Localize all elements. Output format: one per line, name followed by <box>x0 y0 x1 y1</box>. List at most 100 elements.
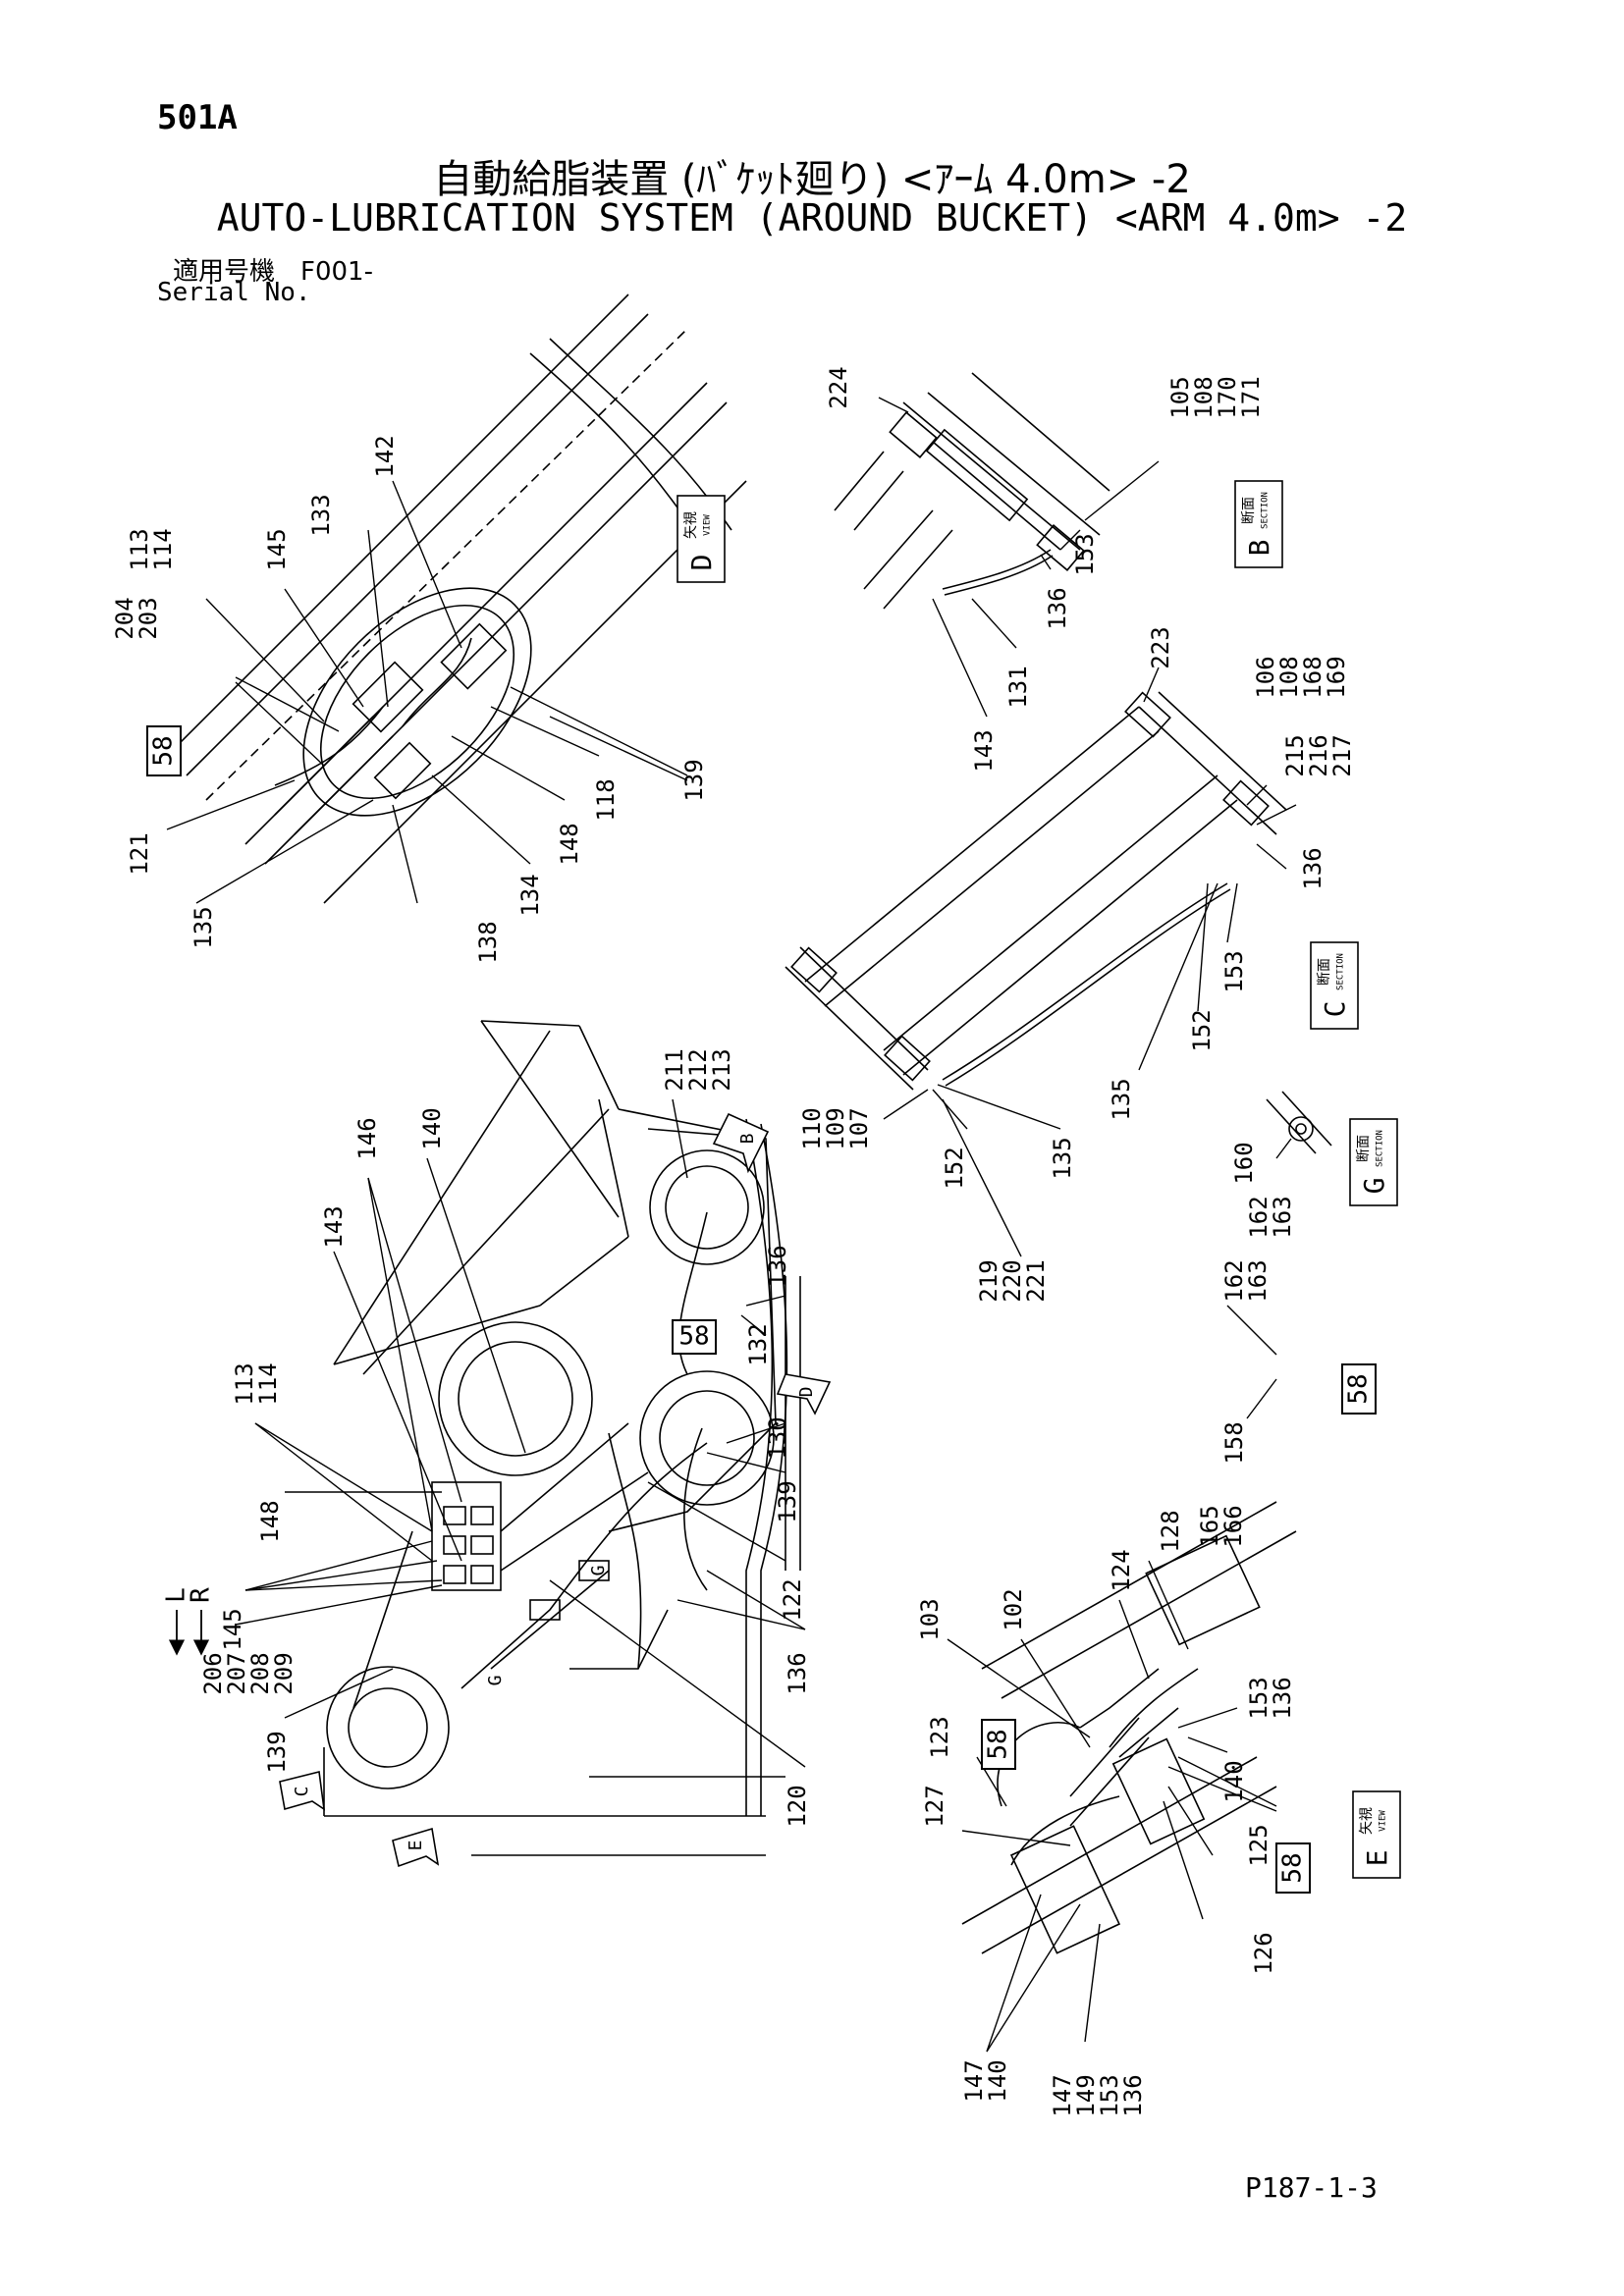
callout-line: 103 <box>916 1598 944 1640</box>
callout-line: 138 <box>474 921 502 963</box>
callout-view-d-7: 135 <box>189 906 217 948</box>
callout-view-d-3: 145 <box>263 528 291 570</box>
callout-line: 109 <box>822 1107 849 1149</box>
callout-view-e-11: 126 <box>1250 1932 1277 1974</box>
ref-box-58-view-e-side <box>1275 1842 1311 1894</box>
callout-main-2: 146 <box>353 1117 381 1159</box>
callout-main-16: 120 <box>784 1785 811 1827</box>
callout-line: 143 <box>970 729 998 772</box>
view-arrow-letter-3: C <box>292 1787 312 1797</box>
callout-line: 145 <box>219 1608 246 1650</box>
callout-line: 105 <box>1166 376 1194 418</box>
callout-line: 132 <box>744 1323 772 1365</box>
callout-line: 136 <box>1044 587 1071 629</box>
callout-main-6: 148 <box>256 1500 284 1542</box>
callout-section-b-3: 153 <box>1071 533 1099 575</box>
view-e-label-english: VIEW <box>1379 1810 1388 1832</box>
callout-main-4: 143 <box>320 1205 348 1248</box>
callout-line: 153 <box>1071 533 1099 575</box>
ref-box-58-view-d <box>146 725 182 776</box>
callout-line: 106 <box>1252 656 1279 698</box>
callout-line: 110 <box>798 1107 826 1149</box>
callout-line: 153 <box>1220 950 1248 992</box>
callout-line: 136 <box>1269 1677 1296 1719</box>
view-d-label-box <box>677 495 726 583</box>
callout-line: 139 <box>263 1731 291 1773</box>
view-c-label-japanese: 断面 <box>1317 958 1332 986</box>
callout-line: 107 <box>845 1107 873 1149</box>
callout-view-e-5: 102 <box>1000 1588 1027 1630</box>
serial-label-japanese: 適用号機 F001- <box>173 257 373 287</box>
callout-line: 169 <box>1323 656 1350 698</box>
callout-section-b-6: 143 <box>970 729 998 772</box>
view-e-drawing <box>961 1501 1297 1954</box>
section-b-drawing <box>834 372 1110 610</box>
callout-line: 124 <box>1108 1549 1135 1591</box>
callout-line: 165 <box>1196 1505 1223 1547</box>
callout-main-9: 139 <box>263 1731 291 1773</box>
view-arrow-b <box>712 1112 770 1174</box>
view-d-drawing <box>166 294 747 904</box>
callout-line: 131 <box>1004 666 1032 708</box>
callout-line: 135 <box>1108 1078 1135 1120</box>
callout-view-d-12: 139 <box>680 759 708 801</box>
callout-main-14: 122 <box>779 1578 806 1621</box>
callout-line: 145 <box>263 528 291 570</box>
callout-line: 203 <box>135 597 162 639</box>
view-e-label-japanese: 矢視 <box>1359 1807 1375 1835</box>
title-japanese: 自動給脂装置 (ﾊﾞｹｯﾄ廻り) <ｱｰﾑ 4.0m> -2 <box>433 157 1191 202</box>
view-d-label-english: VIEW <box>703 514 713 536</box>
callout-view-d-5: 142 <box>371 435 399 477</box>
callout-line: 217 <box>1328 734 1356 776</box>
callout-line: 135 <box>1049 1137 1076 1179</box>
view-e-label-letter: E <box>1361 1850 1393 1867</box>
ref-58-text-2: 58 <box>678 1322 709 1352</box>
callout-line: 212 <box>684 1048 712 1091</box>
callout-line: 114 <box>254 1362 282 1405</box>
view-g-label-japanese: 断面 <box>1356 1135 1372 1162</box>
section-c-label-box <box>1310 941 1359 1030</box>
callout-line: 221 <box>1022 1259 1050 1302</box>
callout-line: 134 <box>516 874 544 916</box>
callout-section-c-4: 136 <box>1299 847 1326 889</box>
callout-section-c-7: 135 <box>1108 1078 1135 1120</box>
callout-view-d-6: 121 <box>126 832 153 875</box>
callout-main-7: 145 <box>219 1608 246 1650</box>
callout-line: 121 <box>126 832 153 875</box>
callout-line: 211 <box>661 1048 688 1091</box>
callout-line: 204 <box>111 597 138 639</box>
callout-line: 163 <box>1244 1259 1272 1302</box>
callout-section-c-5: 153 <box>1220 950 1248 992</box>
callout-line: 140 <box>984 2059 1011 2102</box>
callout-line: 149 <box>1072 2074 1100 2116</box>
callout-view-e-4: 103 <box>916 1598 944 1640</box>
callout-line: 125 <box>1245 1824 1272 1866</box>
callout-line: 136 <box>784 1652 811 1694</box>
view-g-label-letter: G <box>1358 1178 1390 1195</box>
callout-line: 118 <box>592 778 620 821</box>
view-b-label-letter: B <box>1243 540 1275 557</box>
callout-view-d-8: 138 <box>474 921 502 963</box>
page-reference: P187-1-3 <box>1245 2171 1378 2204</box>
callout-section-b-5: 131 <box>1004 666 1032 708</box>
callout-section-c-10: 152 <box>941 1147 968 1189</box>
callout-section-c-6: 152 <box>1188 1009 1216 1051</box>
callout-main-13: 139 <box>774 1480 801 1522</box>
callout-line: 120 <box>784 1785 811 1827</box>
title-english: AUTO-LUBRICATION SYSTEM (AROUND BUCKET) … <box>216 196 1408 240</box>
callout-line: 128 <box>1157 1510 1184 1552</box>
callout-line: 113 <box>126 528 153 570</box>
view-b-label-english: SECTION <box>1261 492 1271 529</box>
callout-section-c-9: 135 <box>1049 1137 1076 1179</box>
callout-line: 163 <box>1269 1196 1296 1238</box>
callout-main-11: 132 <box>744 1323 772 1365</box>
section-g-drawing <box>1266 1091 1332 1154</box>
callout-main-12: 130 <box>764 1416 791 1459</box>
callout-line: 136 <box>764 1245 791 1287</box>
view-g-label-english: SECTION <box>1376 1130 1385 1167</box>
